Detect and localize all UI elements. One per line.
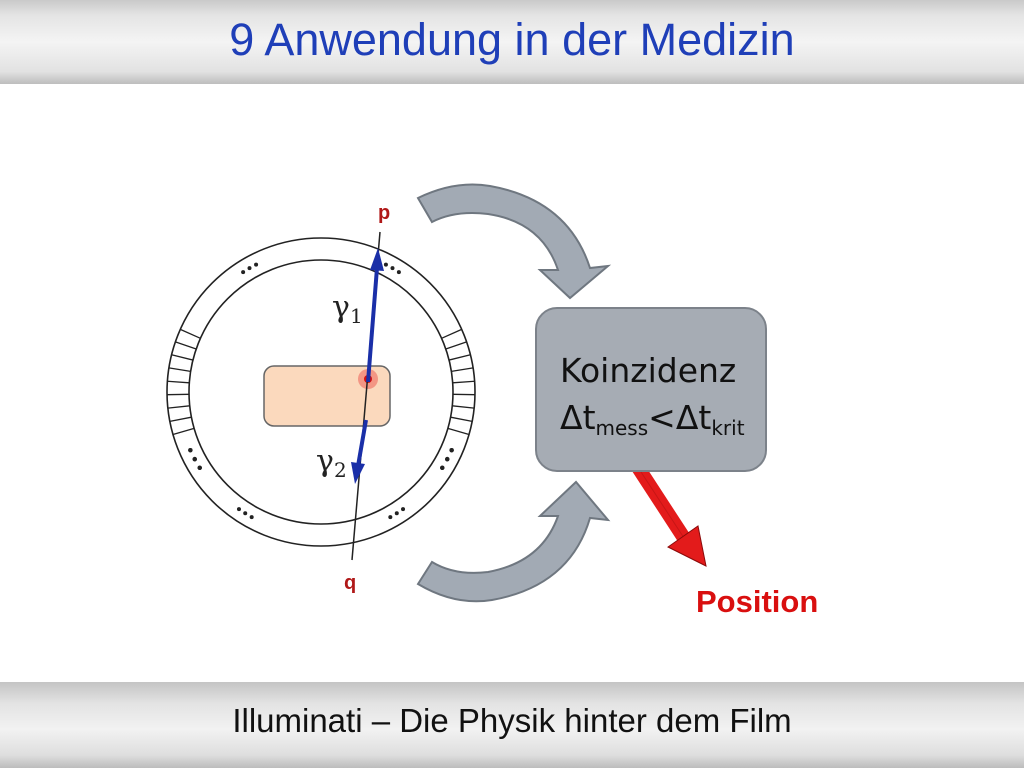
gamma2-arrow-shaft: [356, 419, 368, 467]
detector-segment: [450, 416, 473, 423]
upper-curved-arrow: [416, 183, 612, 300]
gamma1-arrow-shaft: [366, 267, 379, 383]
gamma2-arrow-head: [351, 462, 365, 484]
lower-curved-arrow: [416, 480, 611, 603]
subscript-mess: mess: [595, 416, 649, 440]
ellipsis-dot: [440, 465, 445, 470]
ellipsis-dot: [188, 447, 193, 453]
gamma2-index: 2: [333, 458, 347, 482]
ellipsis-dot: [445, 456, 450, 462]
slide-header: 9 Anwendung in der Medizin: [0, 0, 1024, 84]
subscript-krit: krit: [711, 416, 745, 440]
detector-segment: [169, 416, 192, 423]
detector-segment: [441, 328, 462, 339]
delta-t-krit: Δt: [675, 398, 712, 437]
footer-text: Illuminati – Die Physik hinter dem Film: [232, 702, 792, 739]
outer-detector-ring: [166, 237, 476, 547]
gamma1-label: γ1: [332, 290, 363, 328]
detector-segment: [448, 354, 471, 361]
gamma1-index: 1: [349, 304, 363, 328]
detector-segment: [168, 367, 191, 372]
ellipsis-dot: [401, 507, 406, 512]
coincidence-title: Koinzidenz: [560, 351, 737, 390]
coincidence-condition: Δtmess<Δtkrit: [560, 398, 745, 440]
delta-t-mess: Δt: [560, 398, 596, 437]
coincidence-box: [535, 307, 767, 472]
detector-segment: [451, 367, 474, 372]
ellipsis-dot: [396, 270, 401, 275]
ellipsis-dot: [383, 262, 388, 267]
label-q: q: [344, 572, 357, 594]
detector-segment: [167, 405, 190, 409]
inner-detector-ring: [188, 259, 454, 525]
ellipsis-dot: [192, 456, 197, 462]
detector-segment: [447, 427, 470, 436]
gamma1-arrow-head: [370, 248, 384, 271]
detector-ellipsis-dots: [188, 262, 454, 520]
gamma1-symbol: γ: [332, 290, 350, 325]
ellipsis-dot: [390, 266, 395, 271]
ellipsis-dot: [243, 511, 248, 516]
ellipsis-dot: [247, 266, 252, 271]
detector-segment: [171, 354, 194, 361]
ellipsis-dot: [197, 465, 202, 470]
detector-segment: [452, 405, 475, 409]
detector-segment: [175, 341, 197, 350]
detector-segment: [172, 427, 195, 436]
ellipsis-dot: [388, 515, 393, 520]
ellipsis-dot: [236, 507, 241, 512]
position-label: Position: [696, 584, 819, 619]
ellipsis-dot: [394, 511, 399, 516]
ellipsis-dot: [254, 262, 259, 267]
slide-footer: Illuminati – Die Physik hinter dem Film: [0, 682, 1024, 768]
detector-segment: [445, 341, 467, 350]
less-than-sign: <: [648, 398, 676, 437]
detector-segment: [180, 328, 201, 339]
detector-segments: [167, 328, 475, 436]
gamma2-label: γ2: [316, 444, 347, 482]
detector-segment: [452, 380, 475, 384]
ellipsis-dot: [449, 447, 454, 453]
position-arrow-head: [667, 525, 707, 567]
slide-title: 9 Anwendung in der Medizin: [229, 14, 795, 65]
ellipsis-dot: [241, 270, 246, 275]
detector-segment: [167, 380, 190, 384]
gamma2-symbol: γ: [316, 444, 334, 479]
label-p: p: [378, 202, 391, 224]
ellipsis-dot: [249, 515, 254, 520]
